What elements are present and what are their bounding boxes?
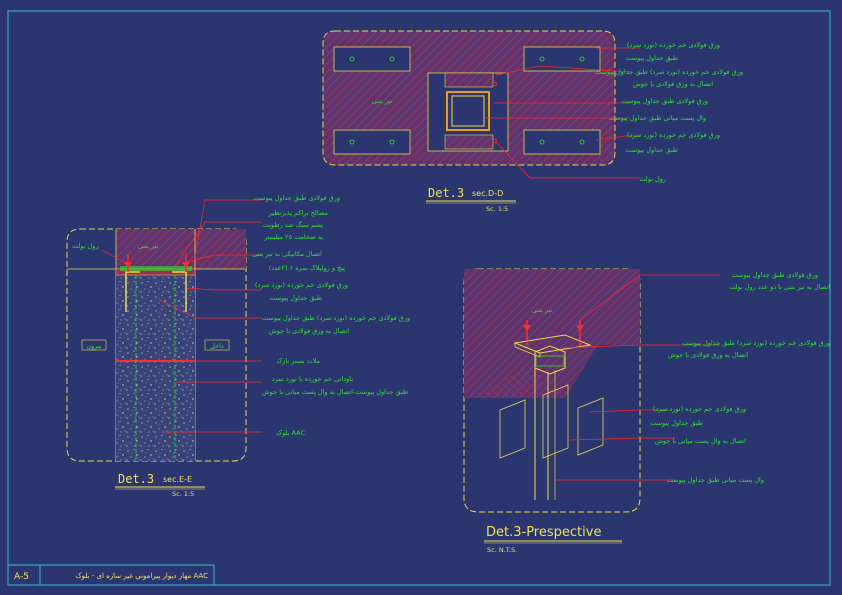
ee-callout-13: طبق جداول پیوست-اتصال به وال پست میانی ب… xyxy=(262,388,408,396)
dd-title: Det.3 xyxy=(428,186,464,200)
dd-callout-3: ورق فولادی خم خورده (نورد سرد) طبق جداول… xyxy=(595,68,743,76)
p-callout-6: طبق جداول پیوست xyxy=(650,419,703,427)
dd-callout-8: طبق جداول پیوست xyxy=(625,146,678,154)
p-callout-4: اتصال به ورق فولادی با جوش xyxy=(668,351,748,359)
ee-callout-5: اتصال مکانیکی به تیر بتنی xyxy=(252,250,322,258)
ee-callout-2: مصالح تراکم پذیرنظیر xyxy=(268,209,328,217)
p-title: Det.3-Prespective xyxy=(486,525,601,540)
ee-inside: داخل xyxy=(210,342,224,350)
ee-outside: بیرون xyxy=(86,342,101,350)
p-callout-1: ورق فولادی طبق جداول پیوست xyxy=(732,271,818,279)
ee-section: sec.E-E xyxy=(163,475,192,484)
ee-callout-7: ورق فولادی خم خورده (نورد سرد) xyxy=(255,281,348,289)
dd-callout-6: وال پست میانی طبق جداول پیوست xyxy=(609,114,706,122)
sheet-title: مهار دیوار پیرامونی غیر سازه ای - بلوک A… xyxy=(75,572,208,580)
ee-callout-6: پیچ و رولپلاک نمره ۶ (۲عدد) xyxy=(269,264,345,272)
dd-callout-5: ورق فولادی طبق جداول پیوست xyxy=(622,97,708,105)
p-scale: Sc. N.T.S. xyxy=(487,546,517,554)
ee-rawl-bolt: رول بولت xyxy=(72,242,99,250)
detail-dd: تیر بتنی ورق فولادی خم خورده (نورد سرد) … xyxy=(322,30,743,213)
dd-beam-label: تیر بتنی xyxy=(372,97,393,105)
p-callout-8: وال پست میانی طبق جداول پیوست xyxy=(667,476,764,484)
ee-callout-10: اتصال به ورق فولادی با جوش xyxy=(269,327,349,335)
ee-title: Det.3 xyxy=(118,472,154,486)
dd-scale: Sc. 1:5 xyxy=(486,205,508,213)
sheet-frame xyxy=(7,10,831,586)
p-callout-2: اتصال به تیر بتنی با دو عدد رول بولت xyxy=(729,283,830,291)
ee-callout-11: ملات بستر نازک xyxy=(276,357,320,365)
ee-scale: Sc. 1:5 xyxy=(172,490,194,498)
ee-beam-label: تیر بتنی xyxy=(138,242,159,250)
p-callout-7: اتصال به وال پست میانی با جوش xyxy=(655,437,746,445)
p-callout-3: ورق فولادی خم خورده (نورد سرد) طبق جداول… xyxy=(682,339,830,347)
ee-callout-14: بلوک AAC xyxy=(276,429,305,437)
ee-callout-8: طبق جداول پیوست xyxy=(269,294,322,302)
dd-callout-4: اتصال به ورق فولادی با جوش xyxy=(633,80,713,88)
dd-callout-7: ورق فولادی خم خورده (نورد سرد) xyxy=(627,131,720,139)
title-block: A-5 مهار دیوار پیرامونی غیر سازه ای - بل… xyxy=(14,572,208,582)
p-callout-5: ورق فولادی خم خورده (نورد سرد) xyxy=(653,405,746,413)
sheet-code: A-5 xyxy=(14,572,29,582)
ee-callout-1: ورق فولادی طبق جداول پیوست xyxy=(254,194,340,202)
dd-callout-1: ورق فولادی خم خورده (نورد سرد) xyxy=(627,41,720,49)
dd-section: sec.D-D xyxy=(472,189,503,198)
detail-perspective: تیر بتنی ورق فولادی طبق جداول پیوست اتصا… xyxy=(463,268,830,554)
p-beam-label: تیر بتنی xyxy=(532,306,553,314)
dd-callout-9: رول بولت xyxy=(639,175,666,183)
detail-ee: تیر بتنی رول بولت بیرون داخل ورق فولادی … xyxy=(66,194,410,498)
ee-callout-9: ورق فولادی خم خورده (نورد سرد) طبق جداول… xyxy=(262,314,410,322)
ee-callout-3: پشم سنگ ضد رطوبت xyxy=(263,221,323,229)
ee-callout-4: به ضخامت ۲۵ میلیمتر xyxy=(263,233,323,241)
dd-callout-2: طبق جداول پیوست xyxy=(625,54,678,62)
ee-callout-12: ناودانی خم خورده با نورد سرد xyxy=(272,375,353,383)
